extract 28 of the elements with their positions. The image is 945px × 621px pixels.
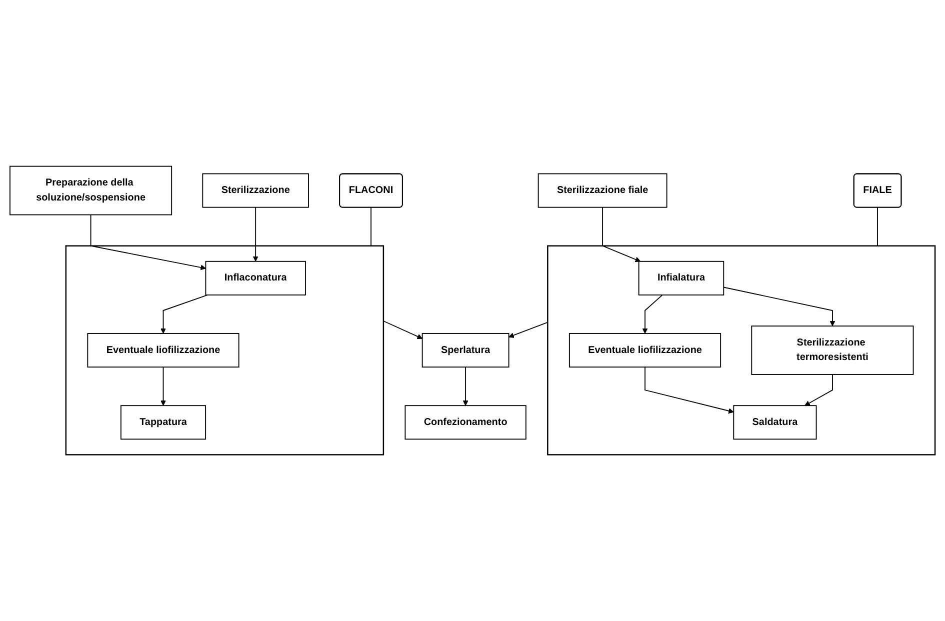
arrow [160,366,166,406]
arrow [642,294,663,334]
node-box: Preparazione della soluzione/sospensione [10,166,172,216]
connector [370,206,372,246]
arrow [644,366,734,414]
arrow [804,374,833,406]
node-box: Inflaconatura [205,260,306,296]
node-box: Infialatura [638,260,724,296]
node-box: Sterilizzazione [202,173,309,208]
arrow [252,206,258,262]
node-box: Sterilizzazione termoresistenti [751,326,914,375]
node-box: Eventuale liofilizzazione [87,333,240,368]
node-box: Confezionamento [404,405,526,440]
connector [877,206,878,246]
arrow [160,294,208,334]
arrow [90,214,206,270]
cluster [65,245,384,456]
node-box: Tappatura [120,405,206,440]
arrow [723,286,836,326]
arrow [462,366,468,406]
arrow [602,206,641,262]
arrow [382,320,423,340]
node-box: Sperlatura [422,333,510,368]
node-box: Saldatura [733,405,817,440]
arrow [508,322,548,338]
cluster [547,245,936,456]
node-box: Sterilizzazione fiale [538,173,668,208]
node-box: Eventuale liofilizzazione [568,333,722,368]
